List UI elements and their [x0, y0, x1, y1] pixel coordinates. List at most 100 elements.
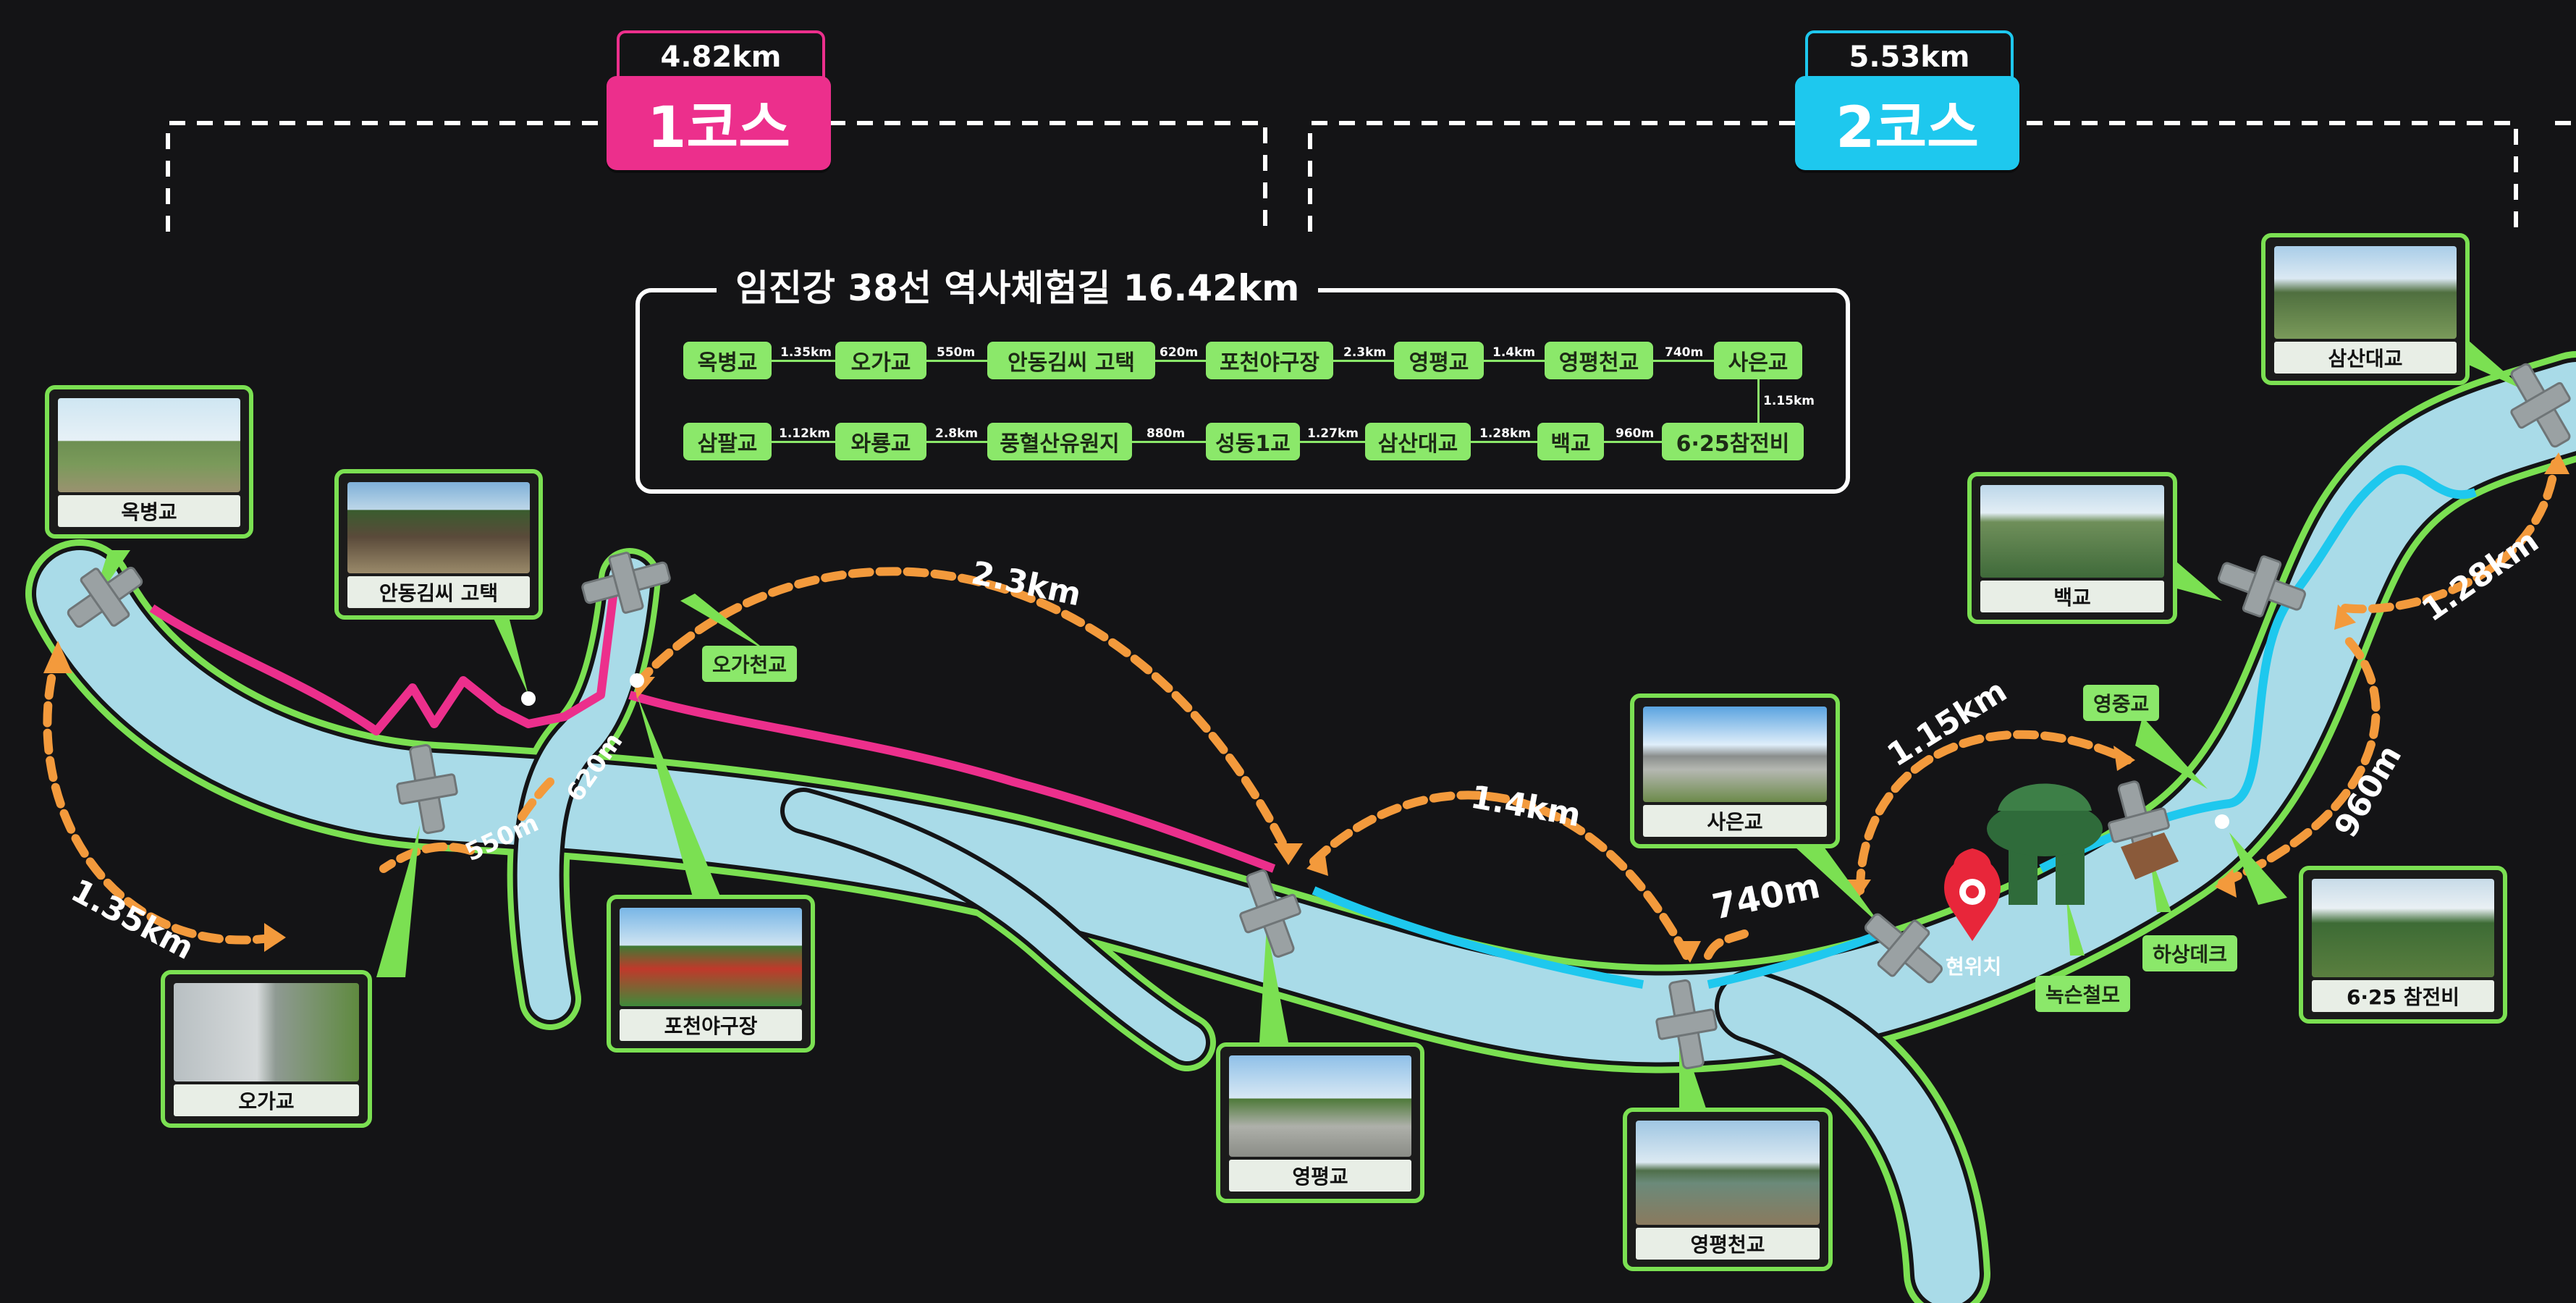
route-segment: [926, 360, 987, 362]
tag-ogacheongyo: 오가천교: [702, 646, 798, 682]
traditional-house-photo: [347, 482, 530, 573]
ballpark-photo: [620, 908, 802, 1006]
route-segment: [772, 360, 835, 362]
stream-photo: [1980, 485, 2164, 578]
bridge-yeongpyeong: [1239, 869, 1301, 958]
dist-label-7: 1.15km: [1881, 672, 2014, 775]
point-markers: [521, 673, 2229, 829]
bridge-ogacheon: [581, 552, 671, 614]
route-segment-distance: 1.12km: [779, 426, 830, 441]
dist-label-9: 1.28km: [2415, 523, 2546, 629]
photo-card-baekgyo: 백교: [1967, 472, 2177, 624]
route-segment: [1653, 360, 1714, 362]
route-stop: 와룡교: [835, 423, 926, 460]
photo-card-label: 오가교: [174, 1084, 359, 1116]
dist-label-8: 960m: [2327, 739, 2409, 844]
course1-distance: 4.82km: [617, 30, 825, 81]
course2-path: [1312, 465, 2477, 989]
memorial-photo: [2312, 879, 2494, 977]
route-segment: [772, 441, 835, 443]
route-stop: 영평교: [1394, 342, 1484, 379]
photo-card-label: 안동김씨 고택: [347, 576, 530, 608]
bridge-baek: [2218, 555, 2306, 617]
arrow-heads: [43, 452, 2569, 963]
bridge-sign-photo: [174, 983, 359, 1081]
current-location-pin: [1944, 848, 2001, 941]
route-stop: 안동김씨 고택: [987, 342, 1155, 379]
photo-card-label: 백교: [1980, 581, 2164, 612]
route-segment-distance: 1.35km: [780, 345, 832, 360]
tag-riverside-deck: 하상데크: [2142, 935, 2238, 971]
bridge-oga: [396, 743, 458, 835]
dist-label-6: 740m: [1709, 866, 1824, 928]
route-segment: [1132, 441, 1206, 443]
photo-card-samsandaegyo: 삼산대교: [2261, 233, 2470, 385]
bridge-markers: [67, 363, 2571, 1070]
photo-card-label: 삼산대교: [2274, 342, 2457, 374]
route-segment-distance: 1.28km: [1479, 426, 1531, 441]
river-bridge-photo: [1636, 1121, 1820, 1225]
route-segment-distance: 1.27km: [1307, 426, 1359, 441]
route-stop: 삼팔교: [683, 423, 772, 460]
route-stop: 풍혈산유원지: [987, 423, 1132, 460]
dist-label-1: 1.35km: [65, 872, 200, 967]
photo-card-label: 6·25 참전비: [2312, 980, 2494, 1012]
distance-arrows: [43, 459, 2559, 960]
course2-label: 2코스: [1795, 76, 2019, 170]
route-segment-distance: 960m: [1616, 426, 1655, 441]
course2-bracket: [1308, 121, 2576, 232]
dist-label-4: 2.3km: [968, 554, 1084, 614]
route-stop: 6·25참전비: [1662, 423, 1804, 460]
course1-label: 1코스: [607, 76, 831, 170]
route-segment: [1300, 441, 1365, 443]
photo-card-saeungyo: 사은교: [1630, 693, 1840, 848]
route-stop: 백교: [1537, 423, 1604, 460]
route-connector-distance: 1.15km: [1763, 394, 1815, 408]
photo-card-label: 영평교: [1229, 1160, 1411, 1192]
rusty-helmet-monument: [1987, 783, 2103, 905]
photo-card-yeongpyeongcheongyo: 영평천교: [1623, 1108, 1833, 1271]
route-segment: [1333, 360, 1394, 362]
photo-card-pocheon-ballpark: 포천야구장: [607, 895, 815, 1053]
route-segment-distance: 2.8km: [935, 426, 979, 441]
route-segment: [1604, 441, 1662, 443]
tag-yeongjunggyo: 영중교: [2083, 685, 2160, 721]
route-connector: [1757, 379, 1760, 426]
photo-card-label: 사은교: [1643, 805, 1827, 837]
concrete-bridge-photo: [1643, 707, 1827, 802]
photo-card-label: 영평천교: [1636, 1228, 1820, 1260]
river: [25, 351, 2576, 1303]
route-stop: 성동1교: [1206, 423, 1300, 460]
bridge-road-photo: [1229, 1055, 1411, 1157]
photo-card-label: 포천야구장: [620, 1009, 802, 1041]
dist-label-5: 1.4km: [1468, 779, 1584, 835]
photo-card-war-memorial: 6·25 참전비: [2299, 866, 2507, 1024]
route-segment: [1155, 360, 1206, 362]
route-summary-box: [635, 288, 1850, 494]
photo-card-okbyeonggyo: 옥병교: [45, 385, 253, 539]
route-stop: 오가교: [835, 342, 926, 379]
route-segment: [926, 441, 987, 443]
route-stop: 사은교: [1714, 342, 1802, 379]
bridge-okbyeong: [67, 566, 143, 628]
course1-path: [149, 578, 1276, 873]
bridge-saeun: [1864, 913, 1943, 984]
route-segment-distance: 880m: [1146, 426, 1186, 441]
photo-card-ogagyo: 오가교: [161, 970, 372, 1128]
hill-bridge-photo: [2274, 246, 2457, 339]
route-summary-title: 임진강 38선 역사체험길 16.42km: [717, 262, 1319, 314]
course2-distance: 5.53km: [1805, 30, 2014, 81]
tag-rusty-helmet: 녹슨철모: [2035, 976, 2131, 1012]
riverside-deck: [2121, 832, 2179, 880]
route-stop: 삼산대교: [1365, 423, 1471, 460]
route-segment-distance: 550m: [937, 345, 976, 360]
route-segment-distance: 620m: [1160, 345, 1199, 360]
photo-card-yeongpyeonggyo: 영평교: [1216, 1042, 1424, 1203]
photo-card-label: 옥병교: [58, 495, 240, 527]
route-stop: 옥병교: [683, 342, 772, 379]
route-segment-distance: 2.3km: [1343, 345, 1387, 360]
bridge-yeongpyeongcheon: [1655, 979, 1718, 1070]
current-location-label: 현위치: [1946, 955, 2002, 979]
route-segment-distance: 740m: [1665, 345, 1704, 360]
